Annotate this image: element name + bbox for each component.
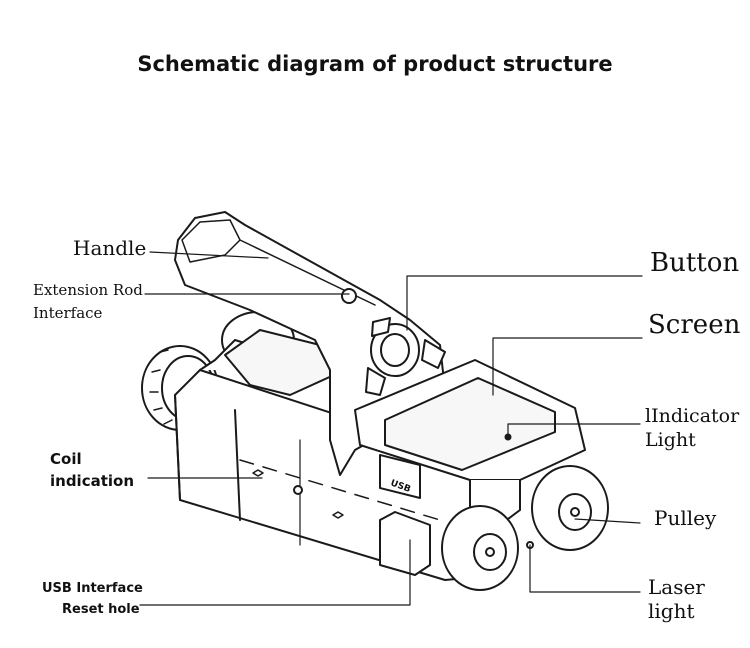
- label-laser-light: light: [648, 599, 695, 623]
- label-button: Button: [650, 248, 740, 278]
- label-extension-interface: Interface: [33, 304, 103, 322]
- label-laser: Laser: [648, 575, 705, 599]
- label-handle: Handle: [73, 236, 147, 260]
- label-extension-rod: Extension Rod: [33, 281, 143, 299]
- device-body: [174, 329, 501, 581]
- label-coil: Coil: [50, 450, 82, 468]
- leader-lines: [139, 251, 643, 606]
- label-pulley: Pulley: [654, 506, 717, 530]
- front-right-wheel: [531, 465, 609, 551]
- label-indicator-light: Light: [645, 429, 696, 451]
- label-reset-hole: Reset hole: [62, 602, 140, 617]
- screen-housing: [354, 359, 586, 526]
- label-indicator: lIndicator: [645, 405, 740, 427]
- diagram-title: Schematic diagram of product structure: [137, 52, 613, 76]
- label-screen: Screen: [648, 310, 741, 340]
- button-panel: [365, 317, 446, 396]
- front-left-wheel: [441, 505, 519, 591]
- label-usb-interface: USB Interface: [42, 581, 143, 596]
- label-coil-indication: indication: [50, 472, 135, 490]
